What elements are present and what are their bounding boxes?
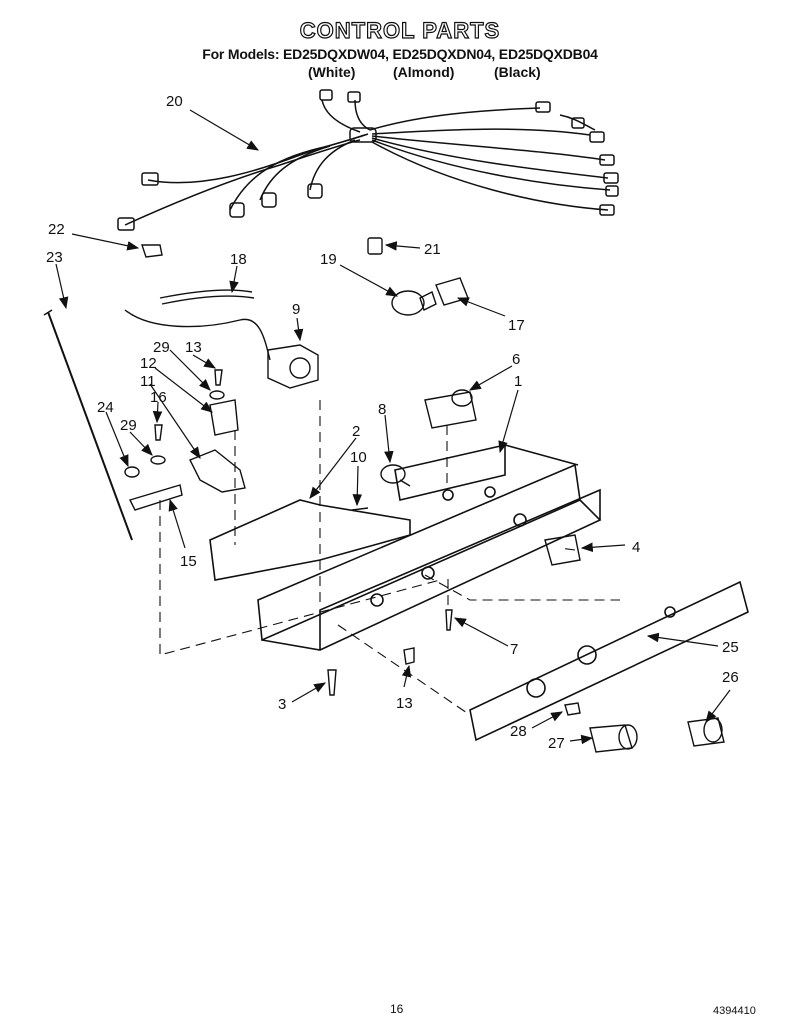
callout-11: 11 (140, 373, 156, 390)
small-parts (43, 237, 725, 753)
callout-1: 1 (514, 373, 522, 390)
callout-7: 7 (510, 641, 518, 658)
callout-22: 22 (48, 221, 65, 238)
document-code: 4394410 (713, 1005, 756, 1017)
callout-2: 2 (352, 423, 360, 440)
callout-26: 26 (722, 669, 739, 686)
callout-29-top: 29 (153, 339, 170, 356)
callout-20: 20 (166, 93, 183, 110)
page-number: 16 (390, 1002, 404, 1016)
wire-harness (117, 89, 619, 231)
assembly-lines (159, 400, 620, 716)
callout-13-top: 13 (185, 339, 202, 356)
callout-21: 21 (424, 241, 441, 258)
callout-3: 3 (278, 696, 286, 713)
finish-black: (Black) (494, 64, 541, 80)
callout-16: 16 (150, 389, 167, 406)
callout-13-bottom: 13 (396, 695, 413, 712)
model-list: For Models: ED25DQXDW04, ED25DQXDN04, ED… (202, 46, 598, 62)
callout-6: 6 (512, 351, 520, 368)
callout-9: 9 (292, 301, 300, 318)
callout-4: 4 (632, 539, 640, 556)
callout-23: 23 (46, 249, 63, 266)
callout-28: 28 (510, 723, 527, 740)
callout-27: 27 (548, 735, 565, 752)
callout-19: 19 (320, 251, 337, 268)
callout-18: 18 (230, 251, 247, 268)
control-housing (209, 443, 749, 742)
finish-almond: (Almond) (393, 64, 455, 80)
callout-24: 24 (97, 399, 114, 416)
callout-15: 15 (180, 553, 197, 570)
callout-25: 25 (722, 639, 739, 656)
leader-lines (55, 109, 731, 745)
callout-8: 8 (378, 401, 386, 418)
finish-white: (White) (308, 64, 356, 80)
page-title: CONTROL PARTS (299, 17, 501, 43)
callout-12: 12 (140, 355, 157, 372)
callout-labels: 20 22 21 23 18 19 17 9 29 13 12 11 6 1 1… (46, 93, 739, 752)
callout-29-mid: 29 (120, 417, 137, 434)
callout-17: 17 (508, 317, 525, 334)
callout-10: 10 (350, 449, 367, 466)
